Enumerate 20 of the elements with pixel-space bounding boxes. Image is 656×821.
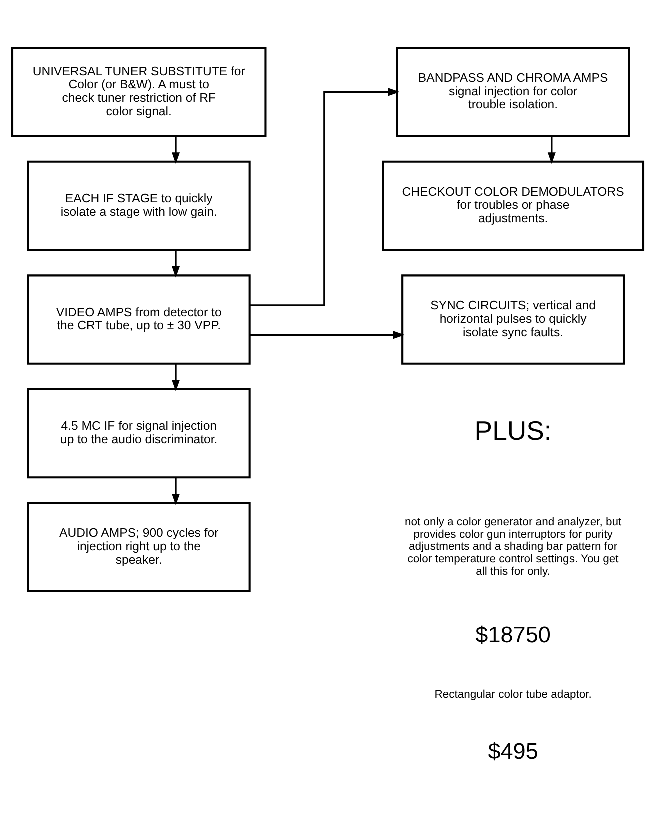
arrow [172, 250, 180, 278]
node-box: UNIVERSAL TUNER SUBSTITUTE for Color (or B&W). A must to check tuner restriction of RF color signal. [11, 47, 267, 138]
node-box: VIDEO AMPS from detector to the CRT tube, up to ± 30 VPP. [27, 274, 251, 365]
node-box: SYNC CIRCUITS; vertical and horizontal pulses to quickly isolate sync faults. [402, 274, 626, 365]
label: $495 [488, 739, 538, 764]
arrow [172, 364, 180, 392]
node-box: 4.5 MC IF for signal injection up to the audio discriminator. [27, 388, 251, 479]
node-box: EACH IF STAGE to quickly isolate a stage with low gain. [27, 160, 251, 252]
label: $18750 [476, 622, 551, 648]
arrow [548, 136, 556, 164]
arrow [172, 478, 180, 506]
label: not only a color generator and analyzer, but provides color gun interruptors for purity adjustments and a shading bar pattern for color temperature control settings. You get all this for only. [404, 516, 622, 578]
label: Rectangular color tube adaptor. [434, 688, 592, 701]
node-box: CHECKOUT COLOR DEMODULATORS for troubles or phase adjustments. [382, 160, 645, 252]
arrow [250, 331, 405, 340]
label: PLUS: [474, 416, 552, 446]
node-box: BANDPASS AND CHROMA AMPS signal injection for color trouble isolation. [396, 47, 630, 138]
arrow [250, 88, 400, 306]
node-box: AUDIO AMPS; 900 cycles for injection right up to the speaker. [27, 502, 251, 592]
arrow [172, 136, 180, 164]
